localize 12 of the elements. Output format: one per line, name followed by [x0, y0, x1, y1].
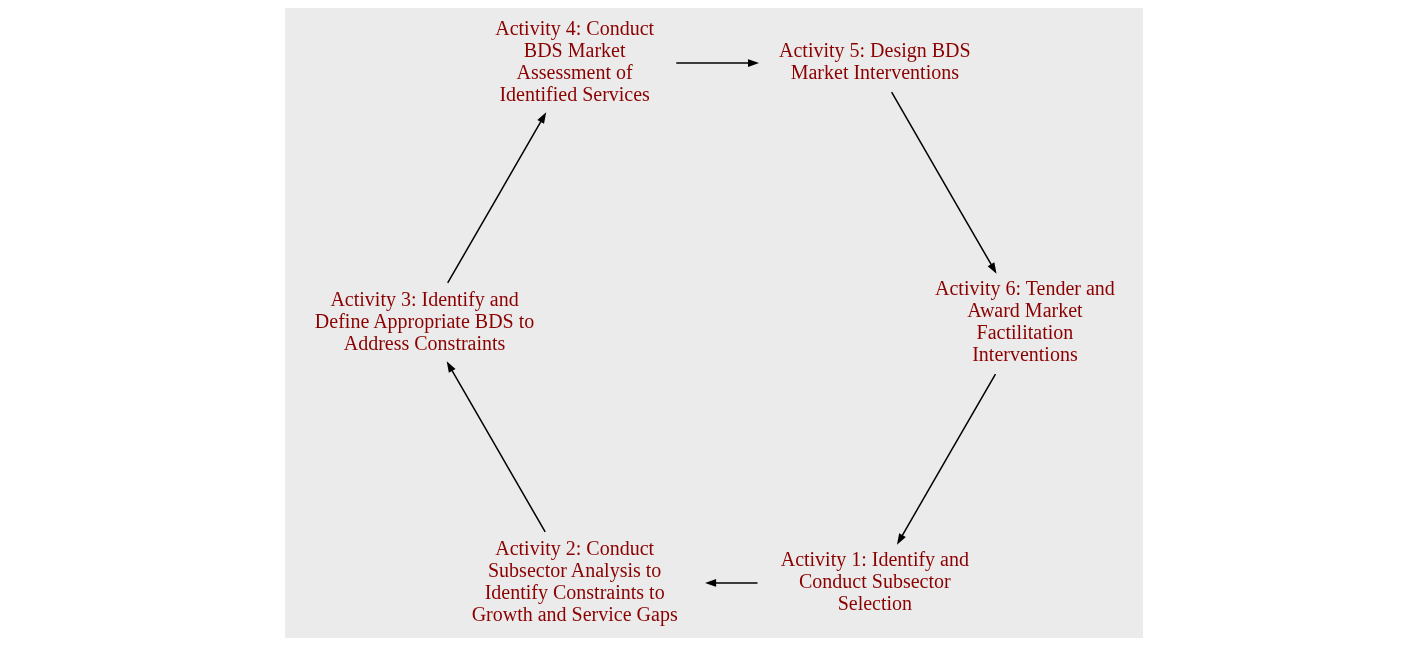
node-text: Activity 5: Design BDS Market Interventions: [778, 39, 971, 84]
arrow: [446, 361, 546, 533]
arrow: [446, 112, 546, 284]
node-text: Activity 6: Tender and Award Market Factilitation Interventions: [934, 276, 1115, 366]
arrow: [675, 59, 759, 67]
node-text: Activity 1: Identify and Conduct Subsector Selection: [780, 547, 969, 614]
arrow: [704, 579, 758, 587]
arrow: [896, 373, 996, 545]
arrow: [890, 91, 997, 274]
node-text: Activity 3: Identify and Define Appropriate BDS to Address Constraints: [314, 287, 534, 355]
node-text: Activity 2: Conduct Subsector Analysis to Identify Constraints to Growth and Service Gaps: [471, 536, 678, 625]
node-text: Activity 4: Conduct BDS Market Assessment of Identified Services: [494, 17, 654, 106]
